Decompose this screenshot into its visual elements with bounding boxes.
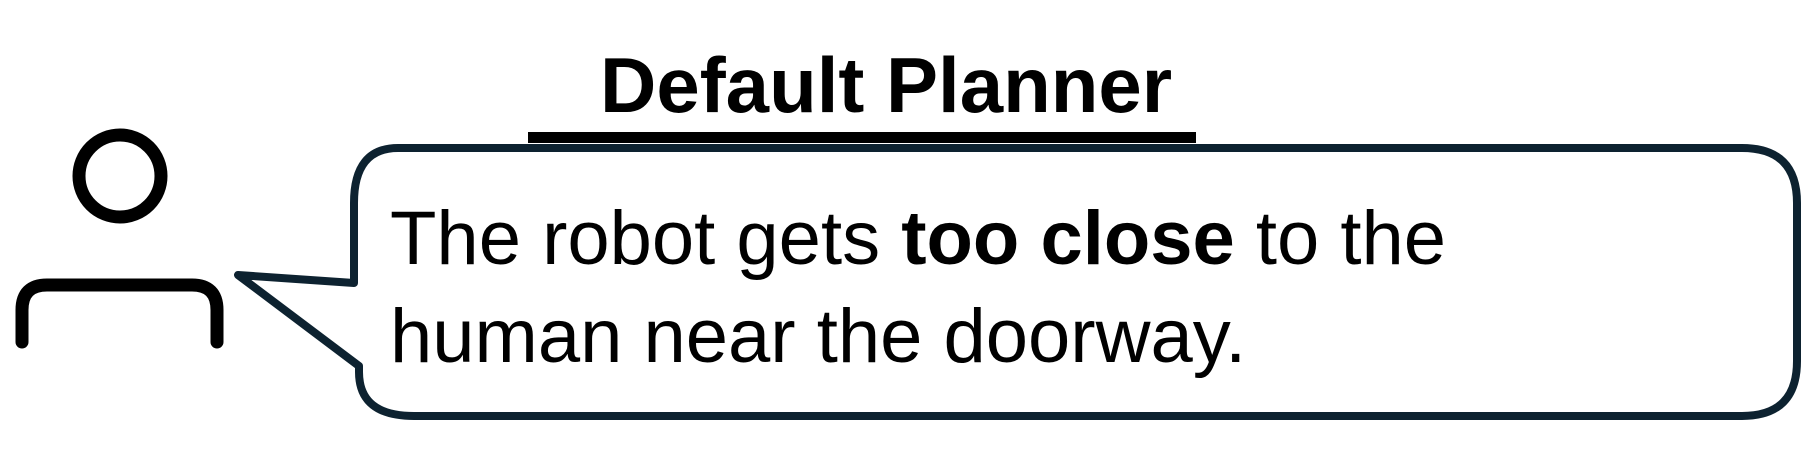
person-icon [15, 128, 224, 349]
speech-text-before: The robot gets [390, 196, 902, 281]
speech-text: The robot gets too close to the human ne… [390, 190, 1540, 386]
planner-title: Default Planner [600, 41, 1173, 129]
speech-text-emphasis: too close [901, 196, 1235, 281]
speech-bubble [234, 144, 1801, 420]
speech-text-after: to the human near the doorway. [390, 196, 1447, 379]
title-underline [528, 132, 1196, 143]
